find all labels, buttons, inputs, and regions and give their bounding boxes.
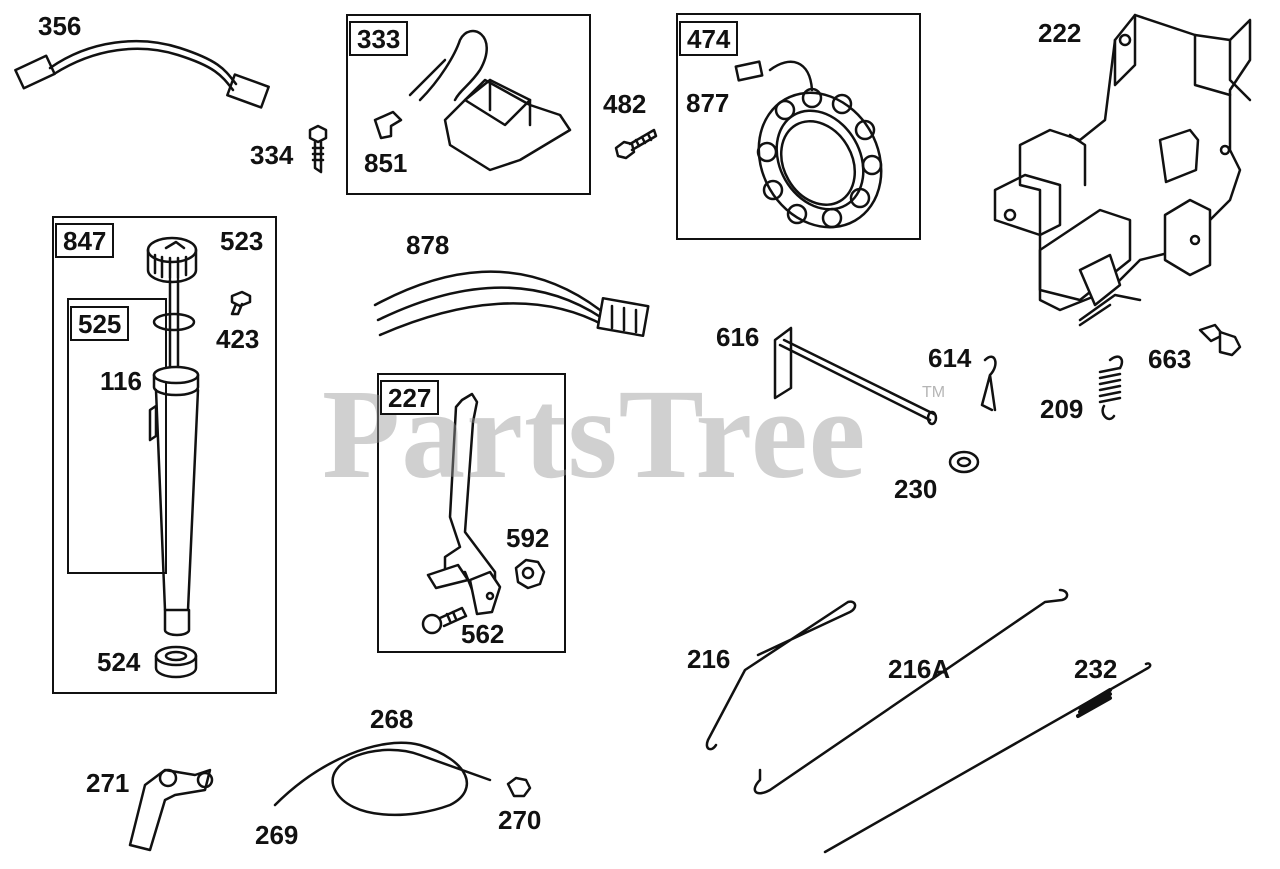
part-474-stator: [734, 60, 883, 229]
part-label-523[interactable]: 523: [220, 226, 264, 256]
part-label-334[interactable]: 334: [250, 140, 294, 170]
kit-label-847[interactable]: 847: [55, 223, 115, 258]
part-label-562[interactable]: 562: [461, 619, 505, 649]
kit-frame-847: [52, 216, 277, 694]
part-label-216A[interactable]: 216A: [888, 654, 951, 684]
part-label-230[interactable]: 230: [894, 474, 938, 504]
kit-label-474[interactable]: 474: [679, 21, 739, 56]
part-label-268[interactable]: 268: [370, 704, 414, 734]
part-423-screw: [230, 290, 252, 316]
part-270-nut: [506, 776, 532, 798]
part-label-524[interactable]: 524: [97, 647, 141, 677]
part-label-356[interactable]: 356: [38, 11, 82, 41]
part-222-control-bracket: [993, 13, 1252, 327]
part-333-ignition-coil: [373, 29, 572, 172]
part-230-washer: [948, 450, 980, 474]
part-271-bracket: [128, 768, 214, 852]
part-label-482[interactable]: 482: [603, 89, 647, 119]
part-878-harness: [373, 270, 650, 338]
kit-frame-474: [676, 13, 921, 240]
part-label-270[interactable]: 270: [498, 805, 542, 835]
part-label-232[interactable]: 232: [1074, 654, 1118, 684]
part-label-663[interactable]: 663: [1148, 344, 1192, 374]
part-label-592[interactable]: 592: [506, 523, 550, 553]
part-216A-link: [753, 588, 1069, 795]
part-616-rod: [773, 326, 938, 426]
part-label-269[interactable]: 269: [255, 820, 299, 850]
part-614-clip: [980, 355, 997, 412]
kit-label-333[interactable]: 333: [349, 21, 409, 56]
part-524-plug: [154, 645, 198, 679]
trademark-mark: TM: [922, 384, 946, 401]
part-232-spring-link: [823, 662, 1152, 854]
part-562-screw: [421, 606, 468, 635]
kit-frame-333: [346, 14, 591, 195]
part-482-screw: [614, 128, 658, 160]
part-209-spring: [1098, 355, 1124, 421]
part-663-screw: [1198, 323, 1242, 357]
kit-frame-227: [377, 373, 566, 653]
part-356-wire-harness: [14, 39, 270, 109]
part-227-throttle-lever: [426, 392, 502, 616]
part-label-116[interactable]: 116: [100, 366, 142, 396]
part-label-878[interactable]: 878: [406, 230, 450, 260]
part-label-614[interactable]: 614: [928, 343, 972, 373]
part-334-screw: [308, 124, 328, 174]
part-label-209[interactable]: 209: [1040, 394, 1084, 424]
part-label-616[interactable]: 616: [716, 322, 760, 352]
part-label-423[interactable]: 423: [216, 324, 260, 354]
part-label-271[interactable]: 271: [86, 768, 130, 798]
kit-frame-525: [67, 298, 167, 574]
part-216-link: [705, 600, 857, 751]
part-523-dipstick: [146, 236, 200, 637]
kit-label-227[interactable]: 227: [380, 380, 440, 415]
part-268-cable: [273, 741, 492, 817]
part-label-877[interactable]: 877: [686, 88, 730, 118]
part-592-nut: [514, 558, 546, 590]
part-label-216[interactable]: 216: [687, 644, 731, 674]
part-label-222[interactable]: 222: [1038, 18, 1082, 48]
part-label-851[interactable]: 851: [364, 148, 408, 178]
kit-label-525[interactable]: 525: [70, 306, 130, 341]
